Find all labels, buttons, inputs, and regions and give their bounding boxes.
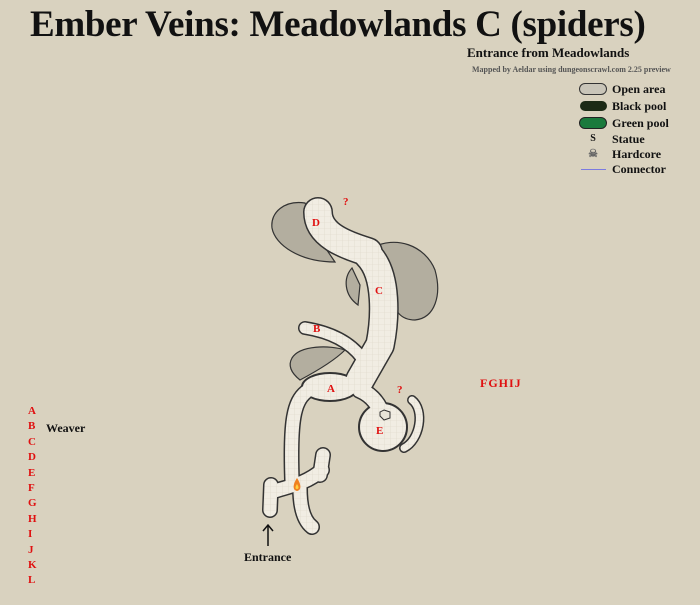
floor-fill <box>263 198 423 534</box>
legend-statue: S Statue <box>578 132 645 146</box>
rock-d <box>271 201 337 263</box>
legend-hardcore: ☠ Hardcore <box>578 147 661 161</box>
fghij-label: FGHIJ <box>480 376 522 390</box>
room-label-a: A <box>327 383 335 395</box>
rock-a <box>289 346 347 381</box>
side-letter: L <box>28 574 36 587</box>
unknown-marker: ? <box>397 384 403 396</box>
statue-icon: S <box>590 133 596 144</box>
legend-label: Black pool <box>612 99 667 113</box>
credit-line: Mapped by Aeldar using dungeonscrawl.com… <box>472 65 671 74</box>
legend-label: Hardcore <box>612 147 662 161</box>
statue-marker <box>379 409 391 421</box>
side-letter: C <box>28 435 36 448</box>
side-letter: J <box>28 543 34 556</box>
black-pool-swatch <box>578 100 608 112</box>
side-letter: D <box>28 451 36 464</box>
open-area-swatch <box>578 83 608 95</box>
legend-label: Statue <box>612 132 645 146</box>
entrance-label: Entrance <box>244 550 292 564</box>
side-letter: F <box>28 482 35 495</box>
room-label-c: C <box>375 285 383 297</box>
skull-crossbones-icon: ☠ <box>588 148 598 160</box>
page-title: Ember Veins: Meadowlands C (spiders) <box>30 4 646 45</box>
room-label-e: E <box>376 425 383 437</box>
rock-areas <box>271 201 439 381</box>
legend-label: Green pool <box>612 116 669 130</box>
rock-c-left <box>345 266 361 307</box>
fire-icon <box>293 478 301 491</box>
unknown-marker: ? <box>343 196 349 208</box>
entrance-arrow-icon <box>262 523 274 546</box>
legend-connector: Connector <box>578 162 666 176</box>
room-label-b: B <box>313 323 321 335</box>
legend-label: Connector <box>612 162 666 176</box>
side-letter: K <box>28 559 37 572</box>
legend-green-pool: Green pool <box>578 116 669 130</box>
subtitle: Entrance from Meadowlands <box>467 45 630 60</box>
side-letter: G <box>28 497 37 510</box>
side-letter: A <box>28 405 36 417</box>
legend-open-area: Open area <box>578 82 665 96</box>
legend-label: Open area <box>612 82 666 96</box>
weaver-label: Weaver <box>46 421 86 435</box>
side-letter: B <box>28 420 36 433</box>
side-letter: E <box>28 466 36 479</box>
connector-line <box>578 163 608 175</box>
room-label-d: D <box>312 217 320 229</box>
side-letter: H <box>28 512 37 525</box>
green-pool-swatch <box>578 117 608 129</box>
legend-black-pool: Black pool <box>578 99 666 113</box>
side-letter: I <box>28 528 33 541</box>
